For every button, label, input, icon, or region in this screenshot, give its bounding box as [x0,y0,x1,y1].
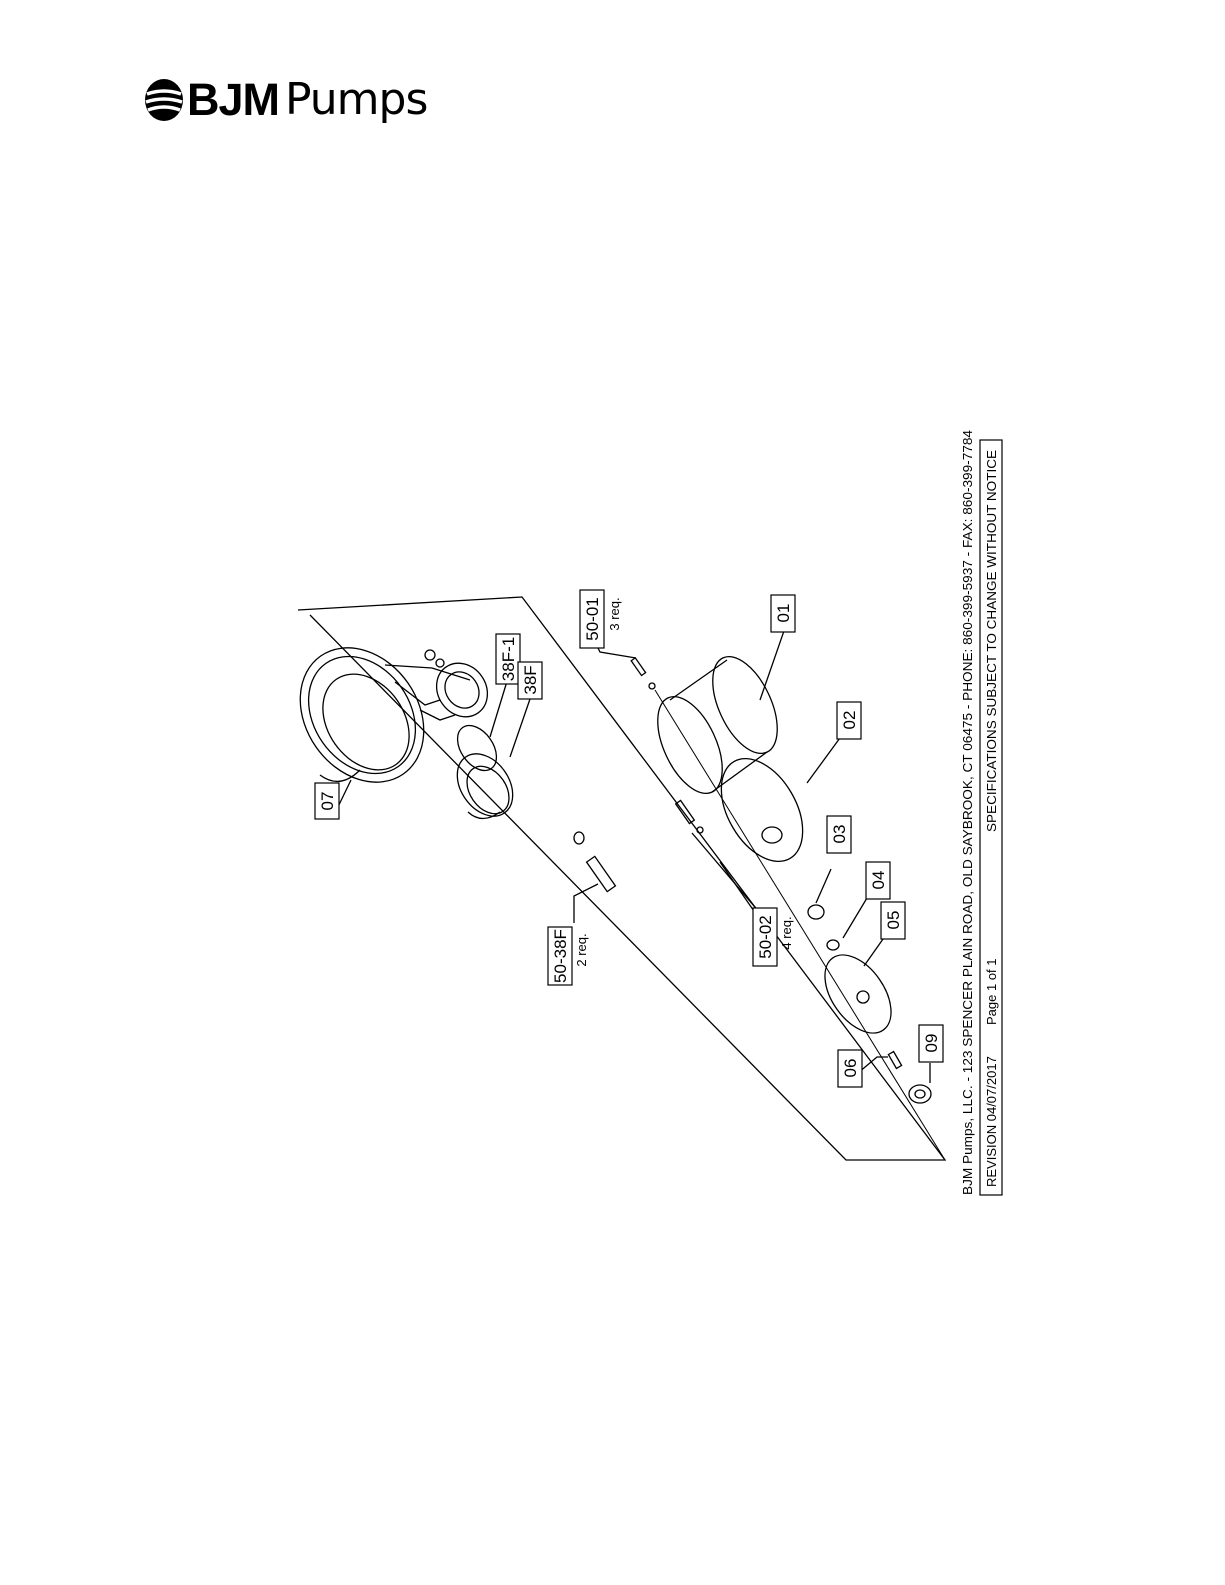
callout-38f-1: 38F-1 [499,637,518,681]
callout-09: 09 [922,1034,941,1053]
callout-50-02-qty: 4 req. [779,916,794,949]
impeller-nut [808,905,824,919]
callout-05: 05 [884,911,903,930]
company-address: BJM Pumps, LLC. - 123 SPENCER PLAIN ROAD… [960,430,975,1195]
impeller [811,943,904,1045]
callout-50-38f: 50-38F [551,929,570,983]
title-block: BJM Pumps, LLC. - 123 SPENCER PLAIN ROAD… [960,430,1002,1195]
callout-50-01-qty: 3 req. [607,597,622,630]
callout-07: 07 [318,792,337,811]
plate-bolts [676,800,703,833]
screen-screw [631,658,655,689]
page-number: Page 1 of 1 [984,959,999,1026]
flange-bolt [574,832,615,892]
callout-01: 01 [774,604,793,623]
callout-06: 06 [841,1059,860,1078]
callout-02: 02 [840,711,859,730]
callout-50-02: 50-02 [756,915,775,958]
callout-03: 03 [830,825,849,844]
impeller-washer [827,940,839,950]
callout-50-38f-qty: 2 req. [574,933,589,966]
shaft-seal [909,1085,931,1103]
strainer-screen [644,647,790,803]
shaft-key [888,1052,901,1069]
callout-04: 04 [869,871,888,890]
pump-volute-housing [275,624,498,806]
callout-38f: 38F [521,665,540,694]
discharge-flange [446,743,524,826]
specifications-notice: SPECIFICATIONS SUBJECT TO CHANGE WITHOUT… [984,450,999,832]
callout-50-01: 50-01 [583,597,602,640]
revision-date: REVISION 04/07/2017 [984,1056,999,1187]
